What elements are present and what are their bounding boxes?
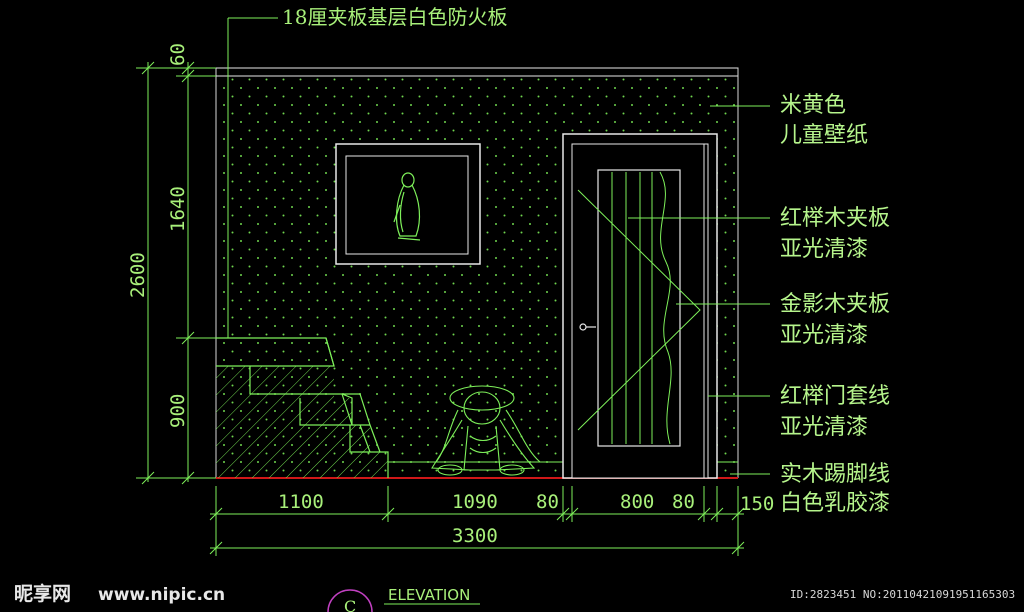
callout-1-line1: 米黄色: [780, 93, 846, 118]
callout-2-line1: 红榉木夹板: [780, 206, 890, 231]
horizontal-dim-labels: 1100 1090 80 800 80 150 3300: [278, 491, 774, 547]
dim-door: 800: [620, 491, 654, 513]
view-marker-letter: C: [344, 597, 356, 612]
watermark-url: www.nipic.cn: [98, 585, 225, 605]
dim-wall: 1090: [452, 491, 498, 513]
door: [562, 133, 718, 479]
horizontal-dimensions: [209, 486, 745, 556]
dim-middle: 1640: [167, 186, 189, 232]
callout-leaders: [227, 17, 770, 475]
doll-figure-icon: [431, 385, 541, 476]
dim-gap2: 80: [672, 491, 695, 513]
view-marker: C: [327, 589, 480, 612]
callout-3-line1: 金影木夹板: [780, 292, 890, 317]
watermark-id: ID:2823451 NO:20110421091951165303: [790, 588, 1015, 601]
wall-picture: [335, 143, 481, 265]
callout-1-line2: 儿童壁纸: [780, 123, 868, 148]
callout-4-line2: 亚光清漆: [780, 415, 868, 440]
dim-end: 150: [740, 493, 774, 515]
top-label: 18厘夹板基层白色防火板: [282, 5, 507, 29]
callout-5-line1: 实木踢脚线: [780, 462, 890, 487]
staircase: [216, 337, 389, 478]
picture-frame-inner: [345, 155, 469, 255]
door-handle-icon: [579, 323, 596, 331]
callout-4-line1: 红榉门套线: [780, 384, 890, 409]
dim-bottom: 900: [167, 394, 189, 428]
dim-top: 60: [167, 43, 189, 66]
dim-total: 3300: [452, 525, 498, 547]
dim-overall: 2600: [127, 252, 149, 298]
view-marker-circle: [327, 589, 373, 612]
watermark: 昵享网 www.nipic.cn ID:2823451 NO:201104210…: [14, 582, 1015, 605]
callout-2-line2: 亚光清漆: [780, 237, 868, 262]
door-panel-grain: [577, 171, 701, 445]
penguin-icon: [393, 172, 421, 241]
vertical-dim-labels: 60 1640 2600 900: [127, 43, 189, 428]
ceiling-band: [215, 67, 739, 77]
watermark-site-cn: 昵享网: [14, 582, 71, 605]
dim-gap1: 80: [536, 491, 559, 513]
view-title: ELEVATION: [388, 586, 470, 604]
dim-stairs: 1100: [278, 491, 324, 513]
callout-5-line2: 白色乳胶漆: [780, 491, 890, 516]
callout-labels: 米黄色 儿童壁纸 红榉木夹板 亚光清漆 金影木夹板 亚光清漆 红榉门套线 亚光清…: [780, 93, 890, 516]
vertical-dimensions: [136, 61, 216, 485]
callout-3-line2: 亚光清漆: [780, 323, 868, 348]
door-glass-panel: [597, 169, 681, 447]
